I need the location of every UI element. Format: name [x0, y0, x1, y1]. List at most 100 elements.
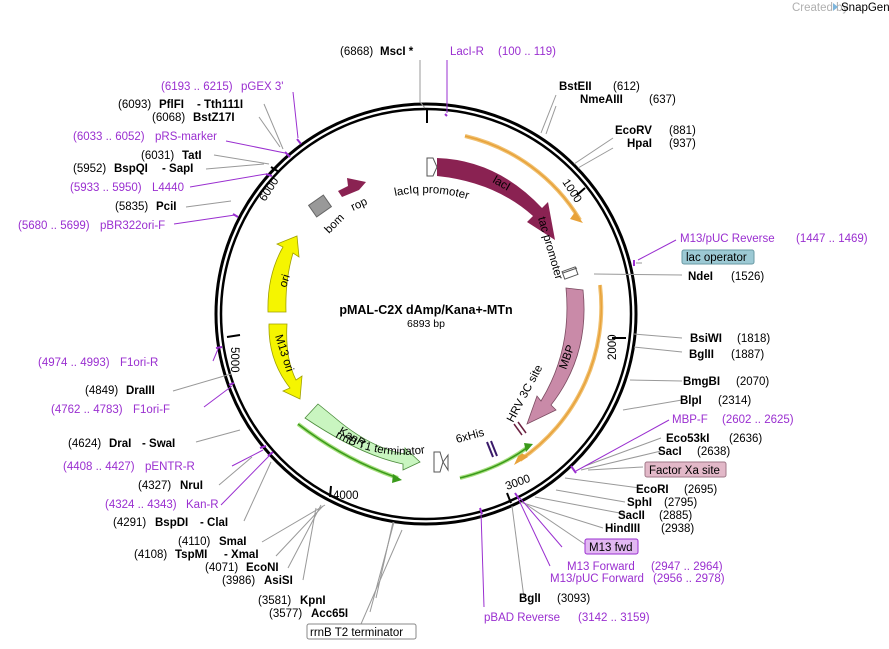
bstz17i-pos: (6068): [152, 112, 185, 124]
sphi-pos: (2795): [664, 497, 697, 509]
feature-green-arc: [459, 443, 533, 480]
bglii-pos: (1887): [731, 349, 764, 361]
bsteii-pos: (612): [613, 81, 640, 93]
saci-label: SacI: [658, 446, 682, 458]
hpai-pos: (937): [669, 138, 696, 150]
rrnB-T2-box: [306, 623, 417, 640]
pcii-pos: (5835): [115, 201, 148, 213]
pbr322ori-f-label: pBR322ori-F: [100, 220, 165, 232]
msci-label: MscI *: [380, 46, 414, 58]
primer-marks: [215, 113, 635, 515]
l4440-range: (5933 .. 5950): [70, 182, 142, 194]
asisi-label: AsiSI: [264, 575, 293, 587]
bstz17i-label: BstZ17I: [193, 112, 235, 124]
feature-his-icon: [486, 440, 498, 458]
m13puc-forward-range: (2956 .. 2978): [653, 573, 725, 585]
feature-hrv3c-icon: [513, 421, 527, 436]
brand-text: SnapGene: [841, 2, 889, 14]
ecorv-pos: (881): [669, 125, 696, 137]
hpai-label: HpaI: [627, 138, 652, 150]
f1ori-r-label: F1ori-R: [120, 357, 158, 369]
feature-lacI-arrow: [437, 158, 555, 240]
tth111i-label: - Tth111I: [197, 99, 243, 111]
feature-rop-label: rop: [349, 196, 369, 214]
draiii-label: DraIII: [126, 385, 155, 397]
swai-label: - SwaI: [142, 438, 175, 450]
tick-6000: 6000: [257, 176, 281, 204]
laci-r-label: LacI-R: [450, 46, 484, 58]
feature-ori-arrow: [267, 235, 300, 313]
ecori-label: EcoRI: [636, 484, 669, 496]
feature-rop-arrow: [338, 178, 366, 197]
acc65i-pos: (3577): [269, 608, 302, 620]
tick-3000: 3000: [504, 473, 532, 493]
hindiii-label: HindIII: [605, 523, 640, 535]
tick-2000: 2000: [607, 334, 619, 360]
kan-r-range: (4324 .. 4343): [105, 499, 177, 511]
feature-MBP-arc: [514, 284, 604, 465]
bmgbi-pos: (2070): [736, 376, 769, 388]
l4440-label: L4440: [152, 182, 184, 194]
smai-label: SmaI: [219, 536, 247, 548]
feature-bom-box: [307, 194, 333, 218]
f1ori-r-range: (4974 .. 4993): [38, 357, 110, 369]
smai-pos: (4110): [178, 536, 211, 548]
f1ori-f-label: F1ori-F: [133, 404, 170, 416]
rrnB-T2-arrow: [433, 451, 444, 473]
backbone-outer: [214, 102, 638, 526]
eco53ki-label: Eco53kI: [666, 433, 709, 445]
blpi-label: BlpI: [680, 395, 702, 407]
blpi-pos: (2314): [718, 395, 751, 407]
rrnB-T2-label: rrnB T2 terminator: [310, 627, 403, 639]
pcii-label: PciI: [156, 201, 176, 213]
m13-fwd-box: [584, 538, 639, 555]
tspmi-label: TspMI: [175, 549, 207, 561]
nrui-pos: (4327): [138, 480, 171, 492]
bspqi-label: BspQI: [114, 163, 148, 175]
factor-xa-label: Factor Xa site: [649, 465, 720, 477]
m13-forward-label: M13 Forward: [567, 561, 635, 573]
bgli-pos: (3093): [557, 593, 590, 605]
mbp-f-label: MBP-F: [672, 414, 708, 426]
nmeaiii-pos: (637): [649, 94, 676, 106]
draiii-pos: (4849): [85, 385, 118, 397]
bgli-label: BglI: [519, 593, 541, 605]
clai-label: - ClaI: [200, 517, 228, 529]
kan-r-label: Kan-R: [186, 499, 219, 511]
feature-tac-promoter: [561, 266, 579, 280]
m13-forward-range: (2947 .. 2964): [651, 561, 723, 573]
ecori-pos: (2695): [684, 484, 717, 496]
prs-marker-range: (6033 .. 6052): [73, 131, 145, 143]
m13puc-rev-label: M13/pUC Reverse: [680, 233, 775, 245]
rrnB-T1-arrow: [442, 453, 449, 472]
econi-label: EcoNI: [246, 562, 279, 574]
lacIq-promoter-label: lacIq promoter: [393, 184, 470, 202]
lac-operator-label: lac operator: [686, 252, 747, 264]
sapi-label: - SapI: [162, 163, 193, 175]
econi-pos: (4071): [205, 562, 238, 574]
ndei-label: NdeI: [688, 271, 713, 283]
nrui-label: NruI: [180, 480, 203, 492]
m13-fwd-label: M13 fwd: [589, 542, 632, 554]
prs-marker-label: pRS-marker: [155, 131, 217, 143]
lacIq-promoter-arrow: [426, 157, 438, 177]
position-ticks: [226, 110, 626, 504]
factor-xa-box: [644, 461, 727, 478]
tick-1000: 1000: [559, 177, 583, 205]
feature-KanR-arrow: [304, 403, 421, 471]
feature-M13-ori-arrow: [268, 323, 303, 400]
mbp-f-range: (2602 .. 2625): [722, 414, 794, 426]
saci-pos: (2638): [697, 446, 730, 458]
feature-bom-label: bom: [323, 212, 347, 236]
kpni-pos: (3581): [258, 595, 291, 607]
feature-lacI-arc: [464, 134, 583, 223]
pgex-label: pGEX 3': [241, 81, 283, 93]
bsteii-label: BstEII: [559, 81, 592, 93]
tac-promoter-label: tac promoter: [535, 216, 564, 282]
tick-4000: 4000: [333, 490, 359, 502]
pbad-rev-range: (3142 .. 3159): [578, 612, 650, 624]
plasmid-name: pMAL-C2X dAmp/Kana+-MTn: [339, 303, 512, 317]
bsiwi-label: BsiWI: [690, 333, 722, 345]
bspdi-pos: (4291): [113, 517, 146, 529]
